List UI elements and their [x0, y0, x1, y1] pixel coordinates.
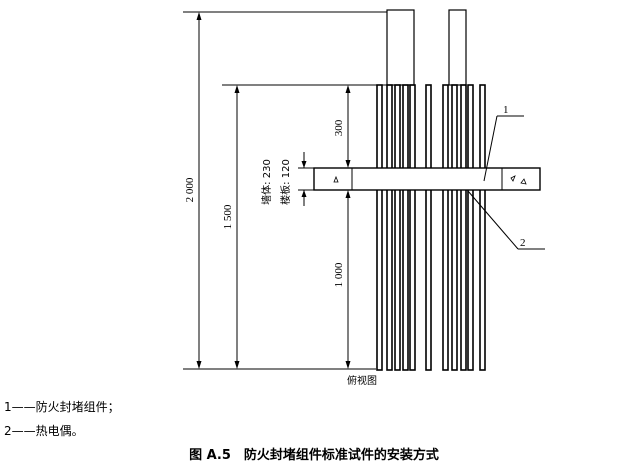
- legend-text: 防火封堵组件；: [35, 400, 120, 414]
- label-wall-thickness: 墙体: 230: [260, 159, 273, 205]
- label-specimen-height: 1 500: [222, 204, 234, 229]
- wall-floor-slab: [313, 167, 541, 191]
- callout-2: 2: [520, 237, 526, 249]
- label-lower-part: 1 000: [333, 262, 345, 287]
- label-upper-part: 300: [333, 119, 345, 136]
- legend-dash: ——: [11, 424, 36, 438]
- pipe-tall-right: [448, 9, 467, 86]
- figure-caption: 图 A.5 防火封堵组件标准试件的安装方式: [189, 448, 439, 463]
- legend-number: 1: [4, 400, 12, 414]
- legend-text: 热电偶。: [35, 424, 84, 438]
- view-label: 俯视图: [347, 374, 377, 387]
- leader-1: [483, 115, 524, 182]
- leader-2: [467, 190, 545, 250]
- legend-dash: ——: [11, 400, 36, 414]
- pipe-tall-left: [386, 9, 415, 86]
- legend-item-2: 2——热电偶。: [4, 422, 84, 439]
- label-total-height: 2 000: [184, 177, 196, 202]
- pipe-bundle: [376, 84, 486, 371]
- legend-item-1: 1——防火封堵组件；: [4, 398, 120, 415]
- dim-upper-part: [345, 85, 351, 168]
- callout-1: 1: [503, 104, 509, 116]
- dim-specimen-height: [234, 85, 240, 369]
- dim-lower-part: [345, 190, 351, 369]
- legend-number: 2: [4, 424, 12, 438]
- label-floor-thickness: 楼板: 120: [279, 159, 292, 205]
- dim-total-height: [196, 12, 202, 369]
- dim-wall-floor-thickness: [298, 152, 314, 206]
